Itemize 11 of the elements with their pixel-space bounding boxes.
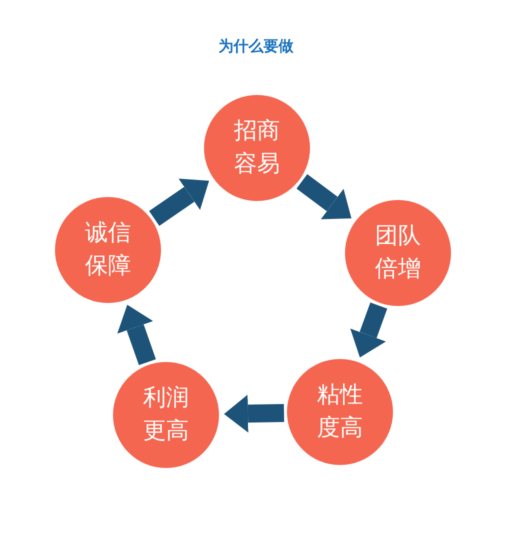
diagram-title: 为什么要做	[218, 36, 294, 56]
step-label: 利润更高	[142, 384, 190, 446]
step-label: 招商容易	[232, 117, 281, 179]
step-label: 粘性度高	[316, 381, 364, 443]
step-label: 团队倍增	[374, 222, 422, 284]
flow-arrow	[117, 304, 156, 366]
flow-arrow	[296, 174, 352, 220]
step-label: 诚信保障	[84, 219, 132, 281]
flow-arrow	[350, 302, 388, 358]
flow-arrow	[224, 394, 284, 433]
flow-arrow	[149, 178, 210, 226]
